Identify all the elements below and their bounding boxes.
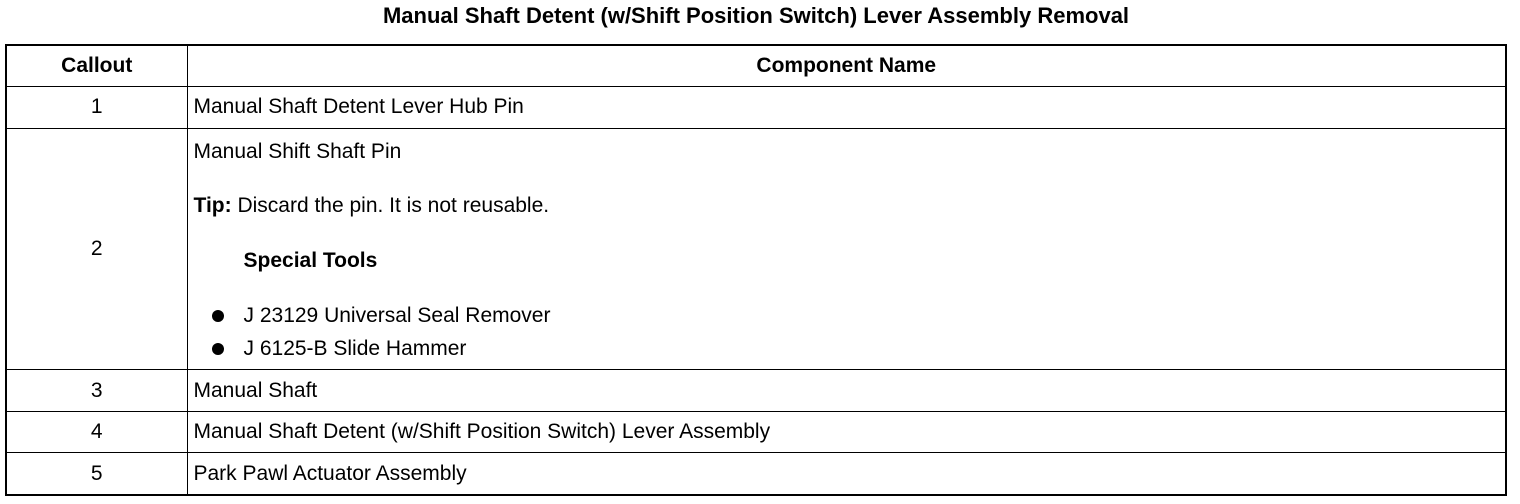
tool-item: J 23129 Universal Seal Remover	[243, 303, 551, 327]
callout-cell: 2	[5, 127, 188, 371]
component-name-header: Component Name	[186, 44, 1507, 87]
tool-item: J 6125-B Slide Hammer	[243, 336, 467, 360]
component-name-cell: Manual Shift Shaft Pin Tip: Discard the …	[186, 127, 1507, 371]
component-name-cell: Manual Shaft	[186, 369, 1507, 412]
page-title: Manual Shaft Detent (w/Shift Position Sw…	[382, 3, 1130, 28]
table-row: 3 Manual Shaft	[5, 369, 1507, 412]
table-header-row: Callout Component Name	[5, 44, 1507, 87]
table-row: 2 Manual Shift Shaft Pin Tip: Discard th…	[5, 127, 1507, 371]
tip-text: Discard the pin. It is not reusable.	[231, 193, 550, 217]
component-name-cell: Park Pawl Actuator Assembly	[186, 452, 1507, 496]
bullet-icon	[211, 309, 224, 322]
component-name-cell: Manual Shaft Detent (w/Shift Position Sw…	[186, 410, 1507, 454]
table-row: 1 Manual Shaft Detent Lever Hub Pin	[5, 86, 1507, 129]
component-name: Manual Shift Shaft Pin	[193, 139, 402, 163]
component-table: Callout Component Name 1 Manual Shaft De…	[5, 44, 1507, 496]
callout-cell: 5	[5, 452, 188, 496]
tip-note: Tip: Discard the pin. It is not reusable…	[194, 194, 550, 218]
callout-header: Callout	[5, 44, 188, 87]
tip-label: Tip:	[193, 193, 232, 217]
table-row: 5 Park Pawl Actuator Assembly	[5, 452, 1507, 496]
component-name-cell: Manual Shaft Detent Lever Hub Pin	[186, 86, 1507, 129]
callout-cell: 3	[5, 369, 188, 412]
special-tools-heading: Special Tools	[243, 248, 378, 272]
bullet-icon	[211, 342, 224, 355]
callout-cell: 4	[5, 410, 188, 454]
callout-cell: 1	[5, 86, 188, 129]
table-row: 4 Manual Shaft Detent (w/Shift Position …	[5, 410, 1507, 454]
